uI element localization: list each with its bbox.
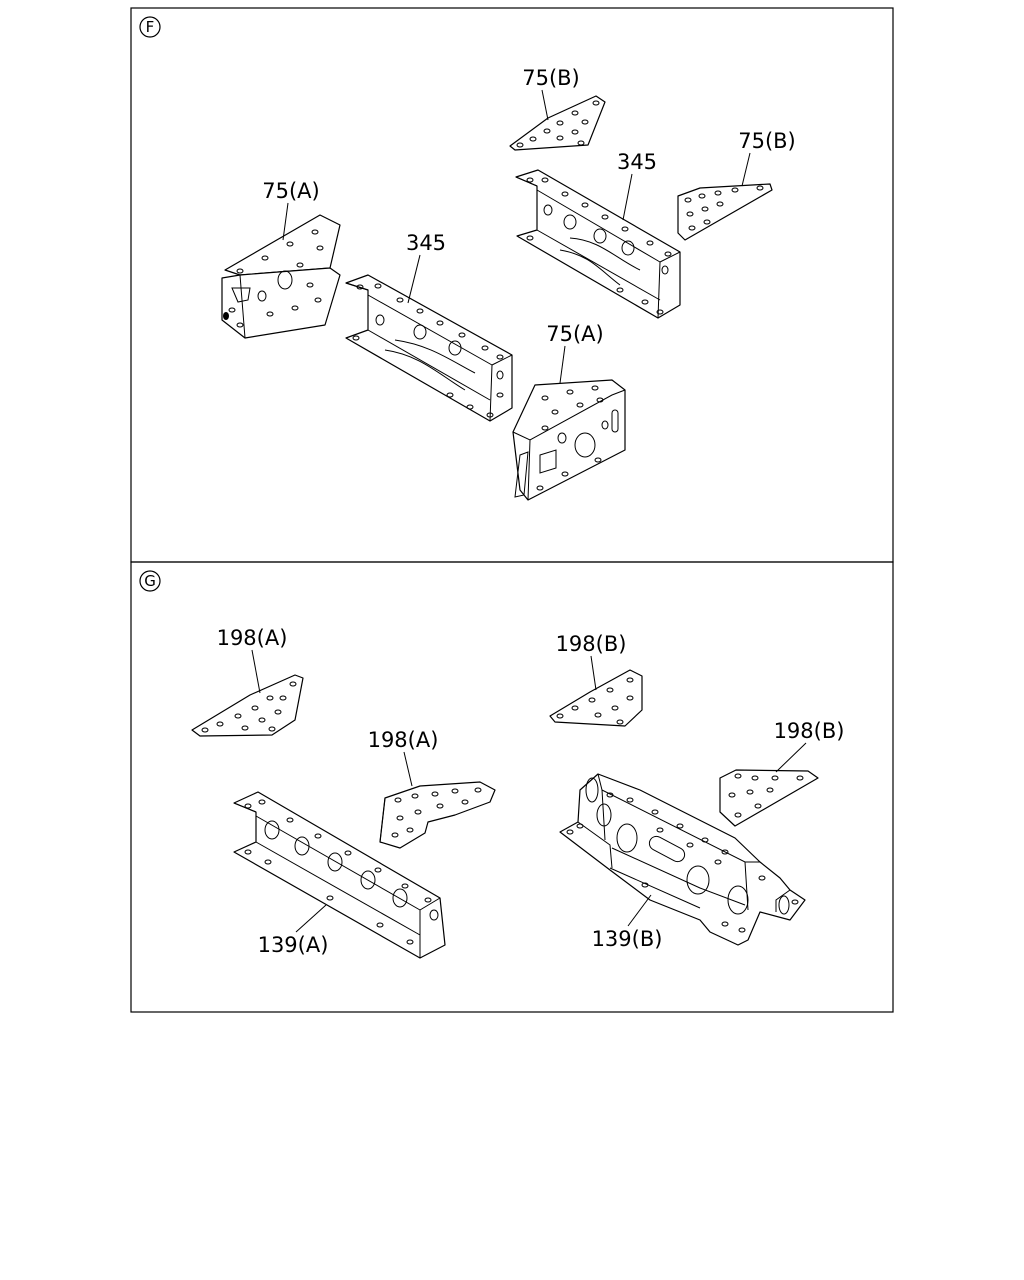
callout-75b-right: 75(B) — [738, 129, 796, 187]
part-198b-plate-lower — [719, 769, 819, 827]
svg-text:139(A): 139(A) — [258, 933, 329, 957]
callout-198b-upper: 198(B) — [556, 632, 627, 691]
callout-345-lower: 345 — [406, 231, 446, 304]
svg-text:198(B): 198(B) — [556, 632, 627, 656]
part-198b-plate-upper — [549, 669, 643, 727]
svg-text:75(B): 75(B) — [738, 129, 796, 153]
part-75b-plate-top — [509, 95, 606, 151]
svg-text:75(A): 75(A) — [262, 179, 319, 203]
callout-139b: 139(B) — [592, 894, 663, 951]
callout-75a-left: 75(A) — [262, 179, 320, 241]
svg-text:198(A): 198(A) — [368, 728, 439, 752]
part-139b-crossmember — [559, 773, 806, 946]
part-198a-plate-upper — [191, 674, 304, 737]
part-345-channel-lower — [345, 274, 513, 422]
svg-text:F: F — [146, 18, 155, 36]
svg-text:75(A): 75(A) — [546, 322, 603, 346]
callout-198a-upper: 198(A) — [217, 626, 288, 694]
part-139a-channel — [233, 791, 446, 959]
svg-text:198(B): 198(B) — [774, 719, 845, 743]
callout-198a-lower: 198(A) — [368, 728, 439, 787]
svg-text:345: 345 — [617, 150, 657, 174]
svg-text:G: G — [144, 572, 156, 590]
panel-g-marker: G — [139, 570, 161, 592]
callout-75b-top: 75(B) — [522, 66, 580, 121]
svg-text:75(B): 75(B) — [522, 66, 580, 90]
part-345-channel-upper — [515, 169, 681, 319]
svg-text:139(B): 139(B) — [592, 927, 663, 951]
part-75a-bracket-left — [221, 214, 341, 339]
part-198a-plate-lower — [379, 781, 496, 849]
callout-198b-lower: 198(B) — [774, 719, 845, 773]
callout-75a-right: 75(A) — [546, 322, 604, 384]
panel-f-marker: F — [139, 16, 161, 38]
svg-text:198(A): 198(A) — [217, 626, 288, 650]
part-75b-plate-right — [677, 183, 773, 241]
svg-text:345: 345 — [406, 231, 446, 255]
callout-345-upper: 345 — [617, 150, 657, 221]
callout-139a: 139(A) — [258, 904, 329, 957]
part-75a-bracket-right — [512, 379, 626, 501]
panel-g-frame — [130, 561, 894, 1013]
